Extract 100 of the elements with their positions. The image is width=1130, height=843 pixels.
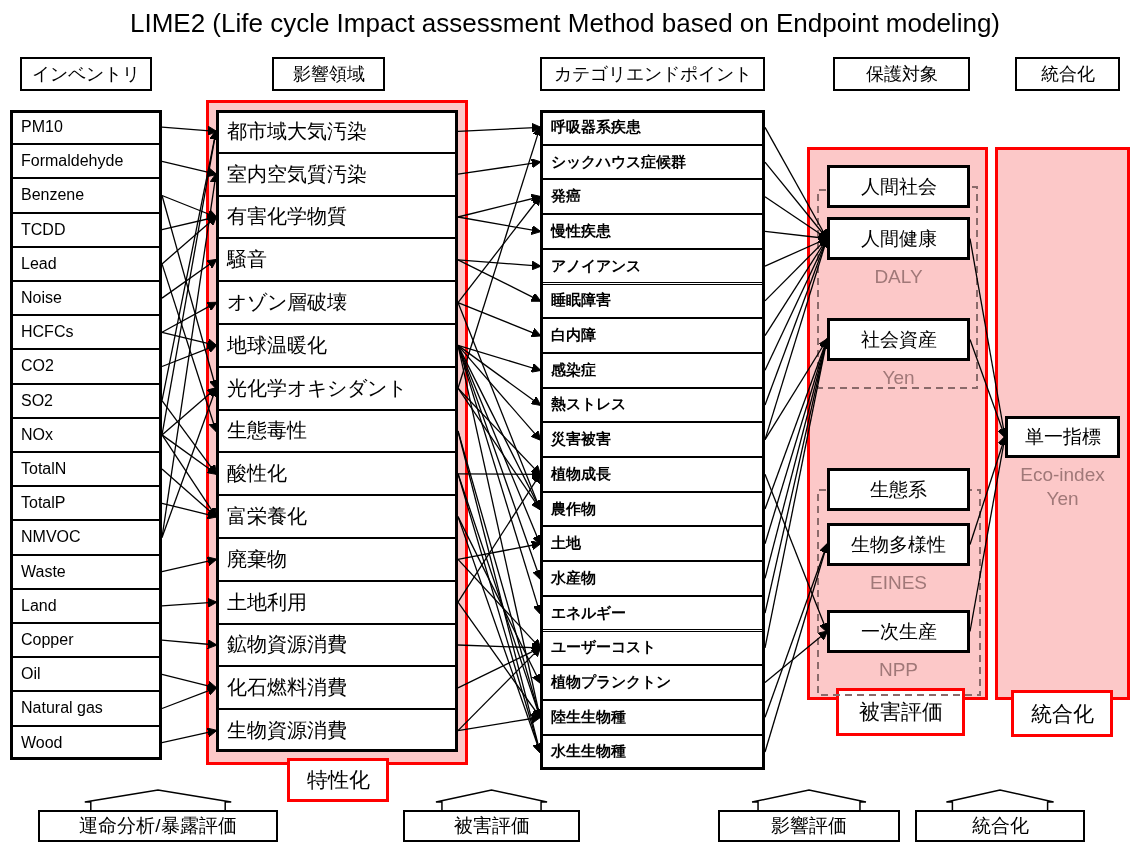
endpoint-box: 植物成長 — [540, 457, 765, 492]
arrow — [457, 387, 541, 511]
inventory-item: Oil — [10, 657, 162, 692]
arrow — [457, 387, 542, 476]
endpoint-box: エネルギー — [540, 595, 765, 631]
arrow — [457, 344, 542, 373]
column-header: 影響領域 — [272, 57, 385, 91]
inventory-item: Benzene — [10, 178, 162, 213]
arrow — [457, 122, 542, 133]
unit-label: NPP — [877, 658, 920, 682]
impact-category-box: 生物資源消費 — [216, 709, 458, 752]
arrow — [161, 194, 218, 219]
arrow — [161, 434, 218, 475]
impact-category-box: 化石燃料消費 — [216, 666, 458, 710]
inventory-item: Formaldehyde — [10, 144, 162, 179]
impact-category-box: 廃棄物 — [216, 538, 458, 581]
endpoint-box: 水産物 — [540, 561, 765, 596]
endpoint-box: アノイアンス — [540, 248, 765, 284]
endpoint-box: 慢性疾患 — [540, 214, 765, 249]
arrow — [457, 158, 542, 175]
stage-label: 特性化 — [287, 758, 389, 802]
column-header: カテゴリエンドポイント — [540, 57, 765, 91]
impact-category-box: 生態毒性 — [216, 409, 458, 453]
inventory-item: Natural gas — [10, 691, 162, 726]
arrow — [457, 713, 542, 732]
arrow — [457, 540, 542, 561]
inventory-item: Land — [10, 588, 162, 623]
unit-label: DALY — [873, 265, 924, 289]
endpoint-box: 土地 — [540, 526, 765, 562]
arrow — [457, 259, 542, 302]
arrow — [764, 473, 829, 633]
inventory-item: CO2 — [10, 349, 162, 384]
column-header: インベントリ — [20, 57, 152, 91]
arrow — [161, 125, 218, 136]
stage-box: 被害評価 — [403, 810, 580, 842]
stage-box: 運命分析/暴露評価 — [38, 810, 278, 842]
inventory-item: Waste — [10, 554, 162, 589]
inventory-item: Lead — [10, 246, 162, 281]
impact-category-box: 土地利用 — [216, 580, 458, 624]
impact-category-box: 有害化学物質 — [216, 195, 458, 239]
arrow — [161, 597, 218, 608]
arrow — [161, 727, 218, 744]
arrow — [764, 630, 829, 684]
arrow — [457, 558, 542, 649]
arrow — [457, 126, 543, 389]
endpoint-box: 植物プランクトン — [540, 665, 765, 700]
arrow — [457, 646, 542, 732]
inventory-item: NMVOC — [10, 520, 162, 555]
endpoint-box: 農作物 — [540, 491, 765, 527]
arrow — [161, 194, 219, 390]
column-header: 保護対象 — [833, 57, 970, 91]
arrow — [161, 639, 218, 650]
impact-category-box: 富栄養化 — [216, 495, 458, 538]
arrow — [161, 686, 218, 710]
title: LIME2 (Life cycle Impact assessment Method based on Endpoint modeling) — [129, 8, 1001, 39]
impact-category-box: オゾン層破壊 — [216, 281, 458, 324]
arrow — [161, 673, 218, 691]
endpoint-box: 熱ストレス — [540, 387, 765, 423]
inventory-item: TCDD — [10, 212, 162, 247]
inventory-item: HCFCs — [10, 315, 162, 350]
impact-category-box: 酸性化 — [216, 452, 458, 496]
stage-label: 統合化 — [1011, 690, 1113, 737]
arrow — [161, 301, 218, 333]
arrow — [457, 344, 542, 406]
arrow — [457, 515, 541, 684]
inventory-item: NOx — [10, 417, 162, 452]
arrow — [457, 301, 542, 338]
endpoint-box: シックハウス症候群 — [540, 144, 765, 180]
arrow — [161, 160, 218, 178]
stage-box: 影響評価 — [718, 810, 900, 842]
unit-label: Yen — [881, 366, 916, 390]
endpoint-box: ユーザーコスト — [540, 630, 765, 666]
arrow — [457, 601, 541, 719]
impact-category-box: 光化学オキシダント — [216, 366, 458, 410]
arrow — [161, 556, 218, 573]
arrow — [457, 473, 541, 603]
arrow — [457, 216, 542, 235]
impact-category-box: 室内空気質汚染 — [216, 152, 458, 196]
inventory-item: TotalN — [10, 452, 162, 487]
endpoint-box: 白内障 — [540, 318, 765, 353]
impact-category-box: 騒音 — [216, 238, 458, 282]
endpoint-box: 睡眠障害 — [540, 283, 765, 319]
arrow — [457, 193, 542, 218]
impact-category-box: 地球温暖化 — [216, 324, 458, 367]
inventory-item: Noise — [10, 281, 162, 316]
arrow — [161, 215, 218, 265]
endpoint-box: 災害被害 — [540, 422, 765, 457]
arrow — [764, 543, 830, 753]
unit-label: Eco-index Yen — [1019, 463, 1106, 511]
stage-box: 統合化 — [915, 810, 1085, 842]
stage-label: 被害評価 — [836, 688, 965, 736]
arrow — [969, 338, 1007, 439]
endpoint-box: 陸生生物種 — [540, 699, 765, 735]
arrow — [161, 343, 218, 368]
arrow — [161, 502, 218, 520]
protection-box: 生態系 — [827, 468, 970, 511]
endpoint-box: 発癌 — [540, 179, 765, 215]
arrow — [161, 258, 218, 299]
column-header: 統合化 — [1015, 57, 1120, 91]
arrow — [161, 263, 219, 433]
